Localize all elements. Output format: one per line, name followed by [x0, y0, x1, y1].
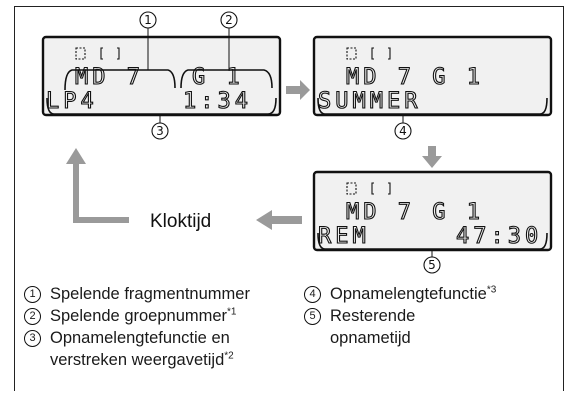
callout-1: 1 — [144, 13, 152, 27]
legend-text: Opnamelengtefunctie — [330, 285, 487, 303]
footnote-mark: *1 — [227, 306, 237, 318]
legend-num: 2 — [24, 308, 41, 325]
legend-item-4: 4 Opnamelengtefunctie*3 — [304, 283, 496, 305]
lcd3-line2-left: REM — [318, 224, 370, 249]
lcd1-line2-right: 1:34 — [183, 89, 252, 114]
callout-5: 5 — [428, 258, 436, 272]
lcd-display-3: MD 7 G 1 REM 47:30 — [312, 170, 553, 252]
lcd1-line1-left: MD 7 — [75, 65, 144, 90]
footnote-mark: *2 — [224, 350, 234, 362]
disc-indicator-icon — [346, 182, 391, 195]
callout-5-circle — [423, 256, 441, 274]
callout-3: 3 — [156, 124, 164, 138]
return-loop-line — [73, 162, 129, 223]
legend-item-5: 5 Resterende — [304, 305, 496, 327]
figure-frame — [14, 6, 564, 391]
legend-num: 4 — [304, 286, 321, 303]
disc-indicator-icon — [75, 47, 120, 60]
lcd-panel-1 — [41, 35, 282, 117]
arrow-left-icon — [256, 210, 302, 230]
arrow-right-icon — [286, 80, 310, 100]
bracket-rec-mode — [46, 97, 277, 115]
lcd1-line1-right: G 1 — [192, 65, 244, 90]
callout-4: 4 — [399, 124, 407, 138]
legend-item-3-cont: verstreken weergavetijd*2 — [24, 349, 250, 371]
callout-3-circle — [151, 122, 169, 140]
display-diagram: MD 7 G 1 LP4 1:34 1 2 3 MD — [41, 11, 553, 274]
callout-2-circle — [220, 11, 238, 29]
legend-text: opnametijd — [330, 329, 411, 347]
callout-4-circle — [394, 122, 412, 140]
legend-text: Spelende groepnummer — [50, 307, 228, 325]
bracket-group-number — [180, 69, 273, 89]
legend-num: 3 — [24, 330, 41, 347]
clock-label: Kloktijd — [150, 211, 211, 232]
legend-item-3: 3 Opnamelengtefunctie en — [24, 327, 250, 349]
legend-text: Resterende — [330, 307, 416, 325]
lcd1-line2-left: LP4 — [46, 89, 98, 114]
bracket-rec-mode-2 — [317, 97, 548, 115]
lcd3-line2-right: 47:30 — [456, 224, 542, 249]
legend-text: Opnamelengtefunctie en — [50, 329, 230, 347]
footnote-mark: *3 — [486, 284, 497, 296]
legend-item-1: 1 Spelende fragmentnummer — [24, 283, 250, 305]
callout-2: 2 — [225, 13, 233, 27]
arrow-up-icon — [66, 148, 86, 164]
lcd3-line1: MD 7 G 1 — [346, 200, 484, 225]
lcd-panel-2 — [312, 35, 553, 117]
legend-item-5-cont: opnametijd — [304, 327, 496, 349]
lcd2-line1: MD 7 G 1 — [346, 65, 484, 90]
disc-indicator-icon — [346, 47, 391, 60]
legend-col-left: 1 Spelende fragmentnummer 2 Spelende gro… — [24, 283, 250, 371]
lcd-display-1: MD 7 G 1 LP4 1:34 — [41, 35, 282, 117]
lcd2-line2: SUMMER — [318, 89, 421, 114]
legend-num: 5 — [304, 308, 321, 325]
callout-1-circle — [139, 11, 157, 29]
arrow-down-icon — [422, 146, 442, 168]
legend-num: 1 — [24, 286, 41, 303]
legend-item-2: 2 Spelende groepnummer*1 — [24, 305, 250, 327]
legend-col-right: 4 Opnamelengtefunctie*3 5 Resterende opn… — [304, 283, 496, 349]
legend-text: verstreken weergavetijd — [50, 351, 225, 369]
lcd-display-2: MD 7 G 1 SUMMER — [312, 35, 553, 117]
bracket-track-number — [64, 69, 176, 91]
legend-text: Spelende fragmentnummer — [50, 285, 250, 303]
